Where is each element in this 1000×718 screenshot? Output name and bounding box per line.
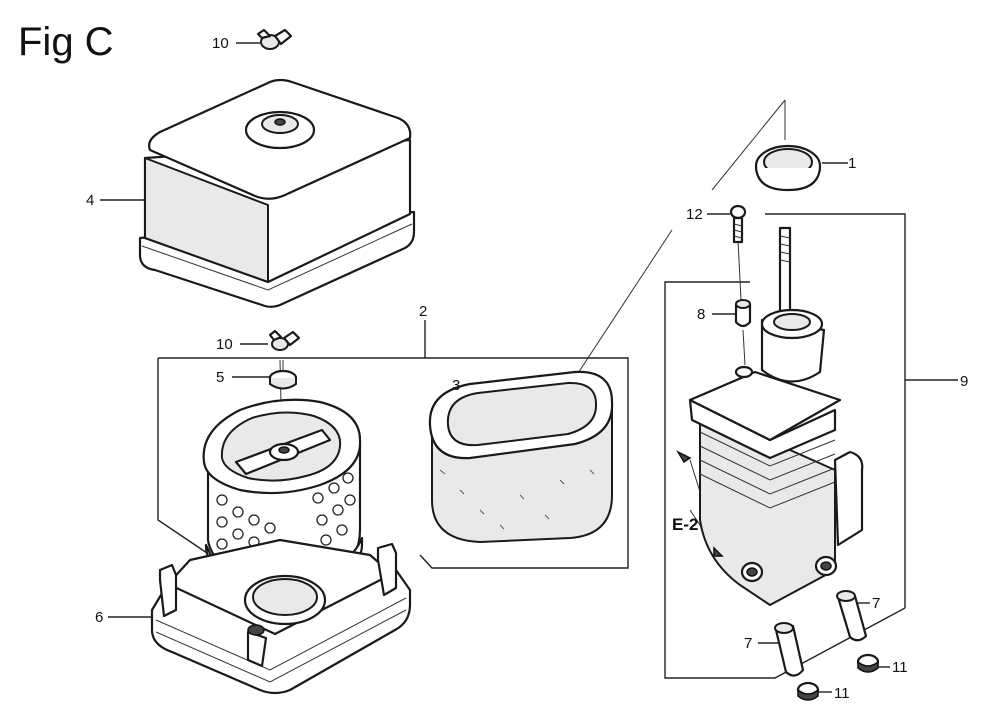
collar-8 (734, 299, 752, 328)
callout-3: 3 (452, 377, 460, 394)
gasket-ring (754, 144, 822, 192)
callout-10-top: 10 (212, 35, 229, 52)
figure-title: Fig C (18, 20, 114, 64)
callout-5: 5 (216, 369, 224, 386)
callout-6: 6 (95, 609, 103, 626)
elbow-assembly (688, 226, 864, 606)
callout-11-right: 11 (892, 659, 908, 676)
air-cleaner-cover (138, 78, 416, 308)
e2-arrows (676, 450, 724, 557)
callout-9: 9 (960, 373, 968, 390)
callout-2: 2 (419, 303, 427, 320)
tube-7-left (774, 622, 805, 677)
wing-nut-mid (268, 329, 301, 351)
callout-4: 4 (86, 192, 94, 209)
callout-12: 12 (686, 206, 703, 223)
ref-label-e2: E-2 (672, 515, 698, 534)
bolt-12 (729, 204, 747, 244)
callout-labels: 1 2 3 4 5 6 7 7 8 9 10 10 11 11 12 E-2 (86, 35, 968, 702)
callout-1: 1 (848, 155, 856, 172)
callout-7-left: 7 (744, 635, 752, 652)
cap-11-bottom (796, 681, 820, 701)
nut-5 (268, 360, 298, 390)
wing-nut-top (256, 28, 293, 50)
cap-11-right (856, 653, 880, 673)
callout-10-mid: 10 (216, 336, 233, 353)
tube-7-right (836, 590, 868, 642)
callout-11-bottom: 11 (834, 685, 850, 702)
foam-element (428, 370, 614, 543)
callout-7-right: 7 (872, 595, 880, 612)
callout-8: 8 (697, 306, 705, 323)
air-cleaner-base (150, 538, 412, 695)
